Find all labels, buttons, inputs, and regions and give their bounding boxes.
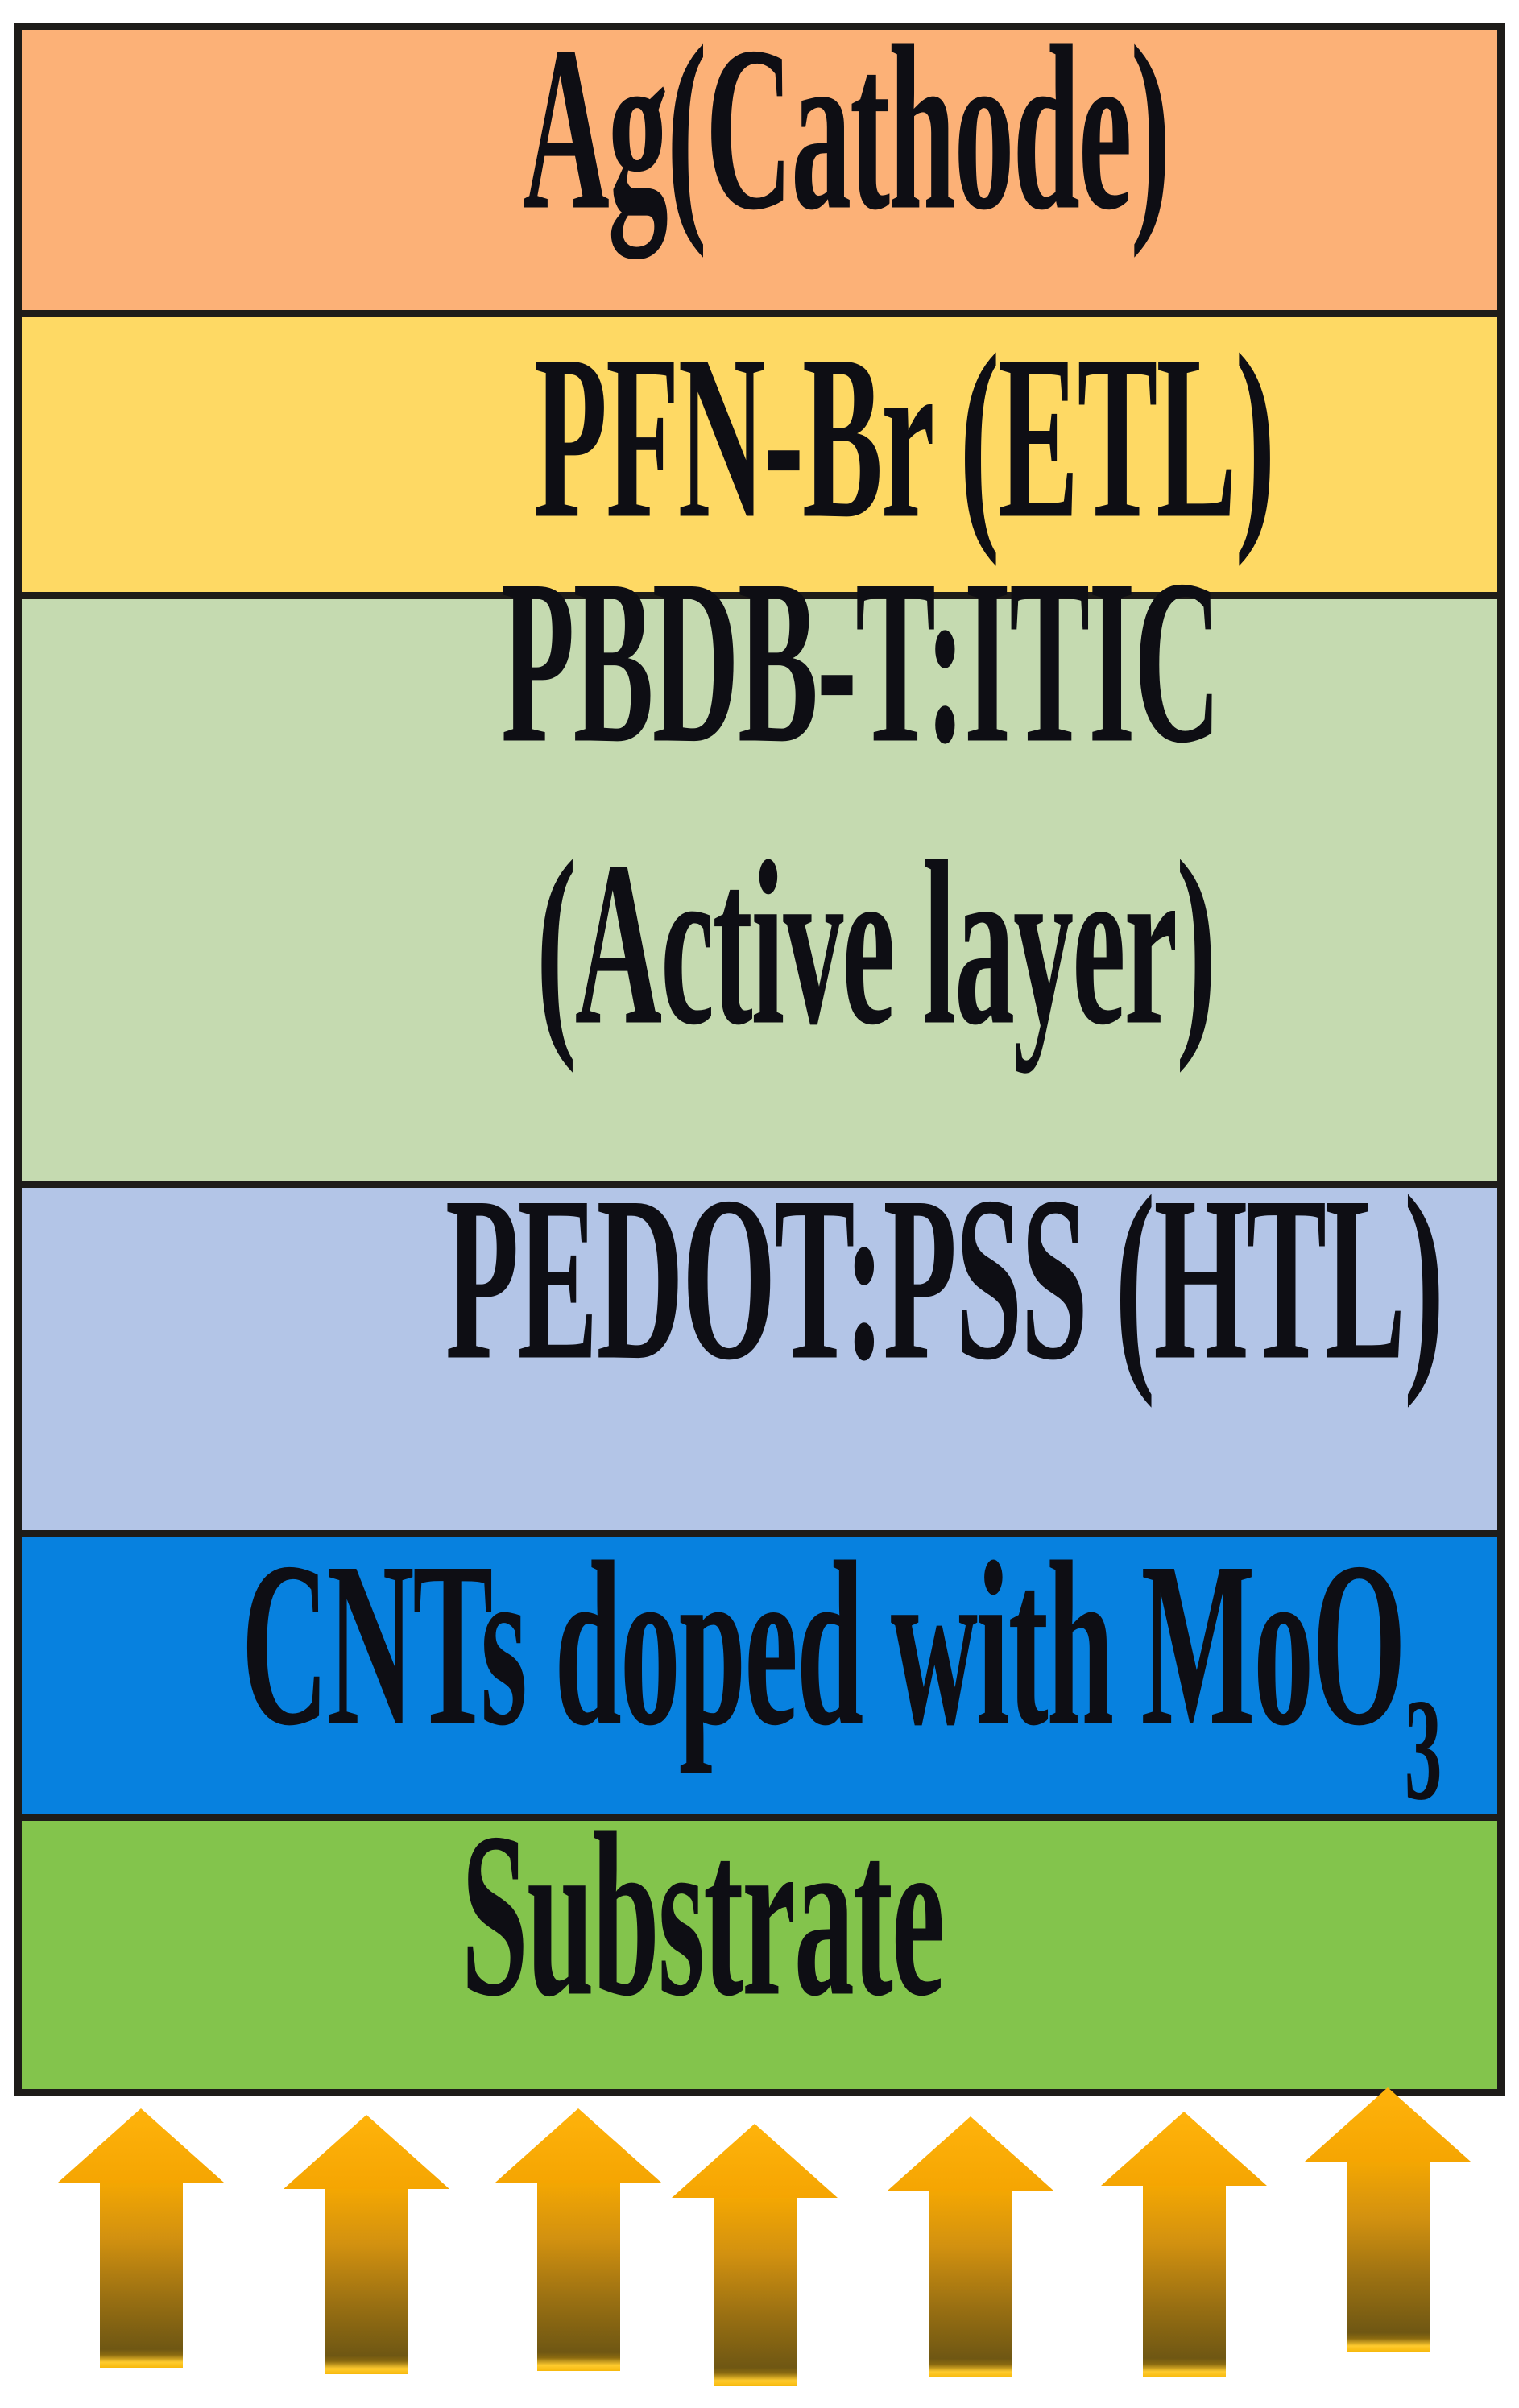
up-arrow-shaft [929,2191,1012,2377]
up-arrow-shaft [713,2198,797,2386]
light-arrow [284,2115,449,2374]
up-arrow-head-icon [58,2108,224,2183]
light-arrow [1101,2112,1267,2377]
device-stack-box [14,23,1505,2096]
up-arrow-head-icon [1101,2112,1267,2186]
light-arrow [495,2108,661,2371]
up-arrow-head-icon [495,2108,661,2183]
label-moo3-subscript: 3 [1404,1669,1442,1831]
layer-cathode [22,30,1497,310]
label-cnt-moo3-main: CNTs doped with MoO [241,1514,1406,1775]
label-cathode: Ag(Cathode) [522,0,1171,259]
layer-htl [22,1181,1497,1530]
layer-etl [22,310,1497,592]
up-arrow-head-icon [672,2124,838,2198]
light-arrow [58,2108,224,2368]
up-arrow-shaft [536,2183,620,2371]
light-arrow [1305,2087,1471,2352]
up-arrow-head-icon [888,2116,1053,2191]
up-arrow-shaft [325,2189,408,2374]
label-substrate: Substrate [461,1785,946,2046]
up-arrow-head-icon [1305,2087,1471,2162]
layer-substrate [22,1814,1497,2089]
up-arrow-shaft [99,2183,183,2368]
light-arrow [672,2124,838,2386]
label-active-line2: (Active layer) [536,813,1216,1074]
layer-active [22,592,1497,1181]
up-arrow-head-icon [284,2115,449,2189]
layer-cnt-moo3 [22,1530,1497,1814]
label-active-line1: PBDB-T:ITIC [501,532,1221,792]
light-arrow [888,2116,1053,2377]
label-etl: PFN-Br (ETL) [533,307,1276,568]
up-arrow-shaft [1142,2186,1226,2377]
up-arrow-shaft [1346,2162,1430,2352]
label-cnt-moo3: CNTs doped with MoO3 [242,1527,1442,1823]
label-htl: PEDOT:PSS (HTL) [445,1148,1444,1409]
